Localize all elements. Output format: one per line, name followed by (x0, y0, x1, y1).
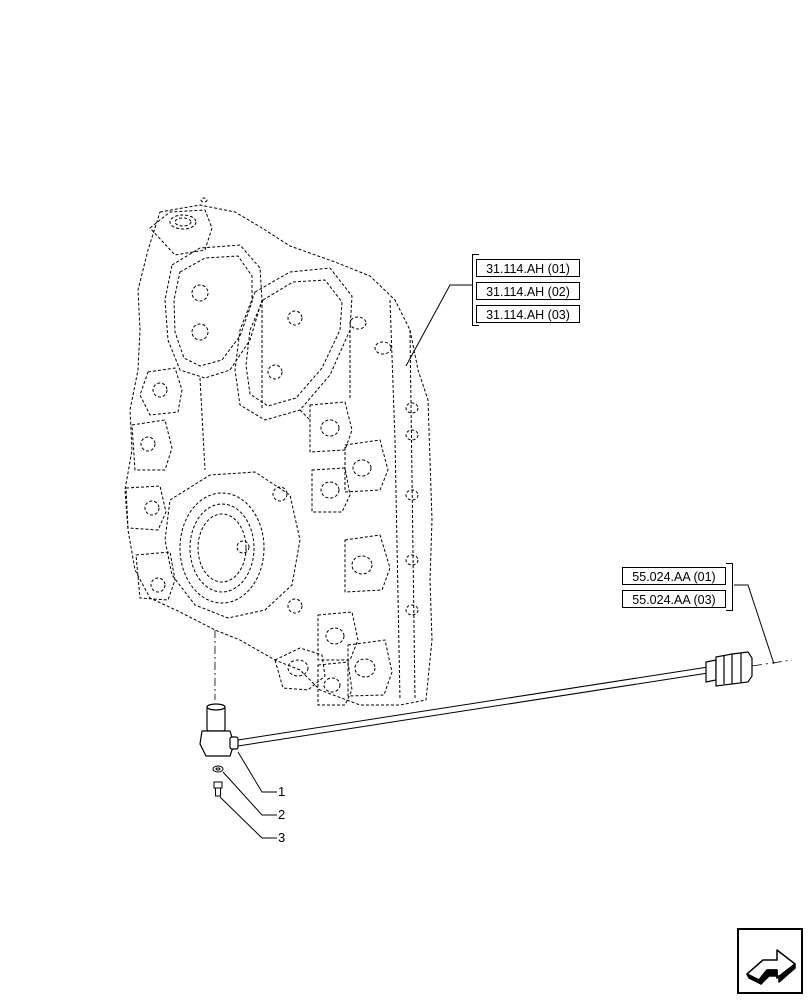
leader-line-ref-b (734, 584, 775, 665)
ref-group-a-bracket (472, 254, 479, 326)
mounting-bolt (213, 781, 223, 797)
callout-1: 1 (278, 784, 286, 799)
leader-line-3 (219, 796, 277, 839)
ref-group-b-bracket (726, 563, 733, 611)
callout-2: 2 (278, 807, 286, 822)
ref-55-024-aa-03[interactable]: 55.024.AA (03) (622, 590, 726, 608)
next-page-button[interactable] (737, 928, 803, 994)
callout-3: 3 (278, 830, 286, 845)
sensor-cable (237, 666, 709, 747)
leader-line-ref-a (405, 284, 472, 367)
leader-line-1 (237, 751, 277, 793)
next-page-arrow-icon (746, 949, 796, 985)
gearbox-housing (124, 197, 433, 706)
cable-connector (705, 651, 753, 687)
speed-sensor (199, 703, 239, 757)
washer (212, 765, 224, 773)
ref-31-114-ah-02[interactable]: 31.114.AH (02) (476, 282, 580, 300)
ref-31-114-ah-03[interactable]: 31.114.AH (03) (476, 305, 580, 323)
leader-line-2 (222, 771, 277, 816)
ref-55-024-aa-01[interactable]: 55.024.AA (01) (622, 567, 726, 585)
ref-31-114-ah-01[interactable]: 31.114.AH (01) (476, 259, 580, 277)
